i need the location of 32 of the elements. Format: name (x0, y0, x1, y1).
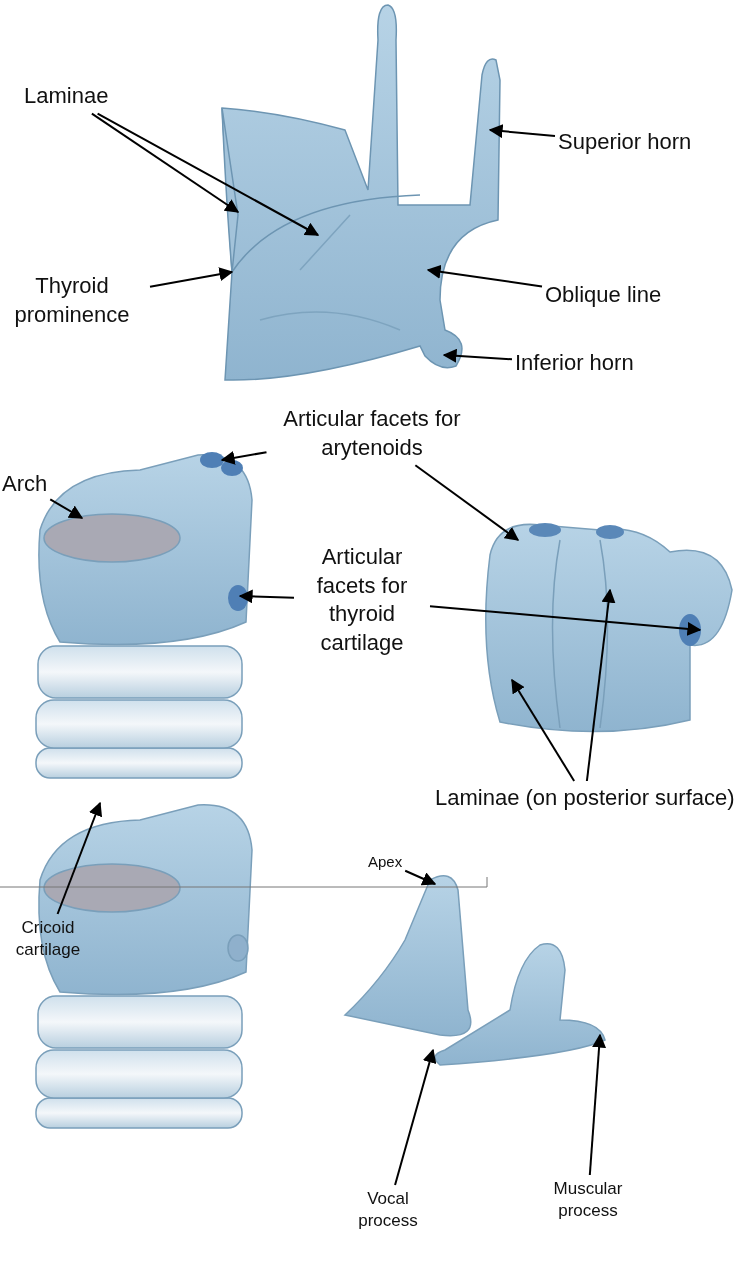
leader-line (90, 112, 240, 213)
part-label: Superior horn (558, 128, 692, 157)
arytenoid-cartilages-drawing (344, 875, 606, 1066)
part-label: Vocal process (344, 1188, 432, 1233)
leader-line (404, 869, 437, 886)
part-label: Cricoid cartilage (0, 917, 98, 962)
leader-line (429, 605, 702, 636)
leader-line (414, 464, 520, 541)
leader-line (585, 588, 616, 782)
leader-line (488, 124, 556, 139)
part-label: Laminae (on posterior surface) (435, 784, 735, 813)
part-label: Muscular process (529, 1178, 647, 1223)
leader-line (238, 589, 295, 604)
leader-line (394, 1048, 437, 1186)
part-label: Laminae (24, 82, 109, 111)
leader-line (56, 801, 103, 915)
part-label: Articular facets for thyroid cartilage (297, 543, 427, 658)
part-label: Inferior horn (515, 349, 634, 378)
part-label: Apex (368, 852, 403, 872)
part-label: Articular facets for arytenoids (269, 405, 475, 463)
leader-line (442, 348, 513, 363)
part-label: Arch (2, 470, 48, 499)
leader-line (511, 678, 576, 782)
leader-line (220, 450, 268, 465)
posterior-cricoid-drawing (485, 523, 733, 733)
leader-line (588, 1033, 607, 1176)
leader-line (426, 264, 543, 288)
leader-line (96, 112, 320, 236)
leader-line (149, 267, 234, 288)
part-label: Oblique line (545, 281, 662, 310)
part-label: Thyroid prominence (0, 272, 147, 330)
thyroid-cartilage-drawing (221, 4, 501, 381)
